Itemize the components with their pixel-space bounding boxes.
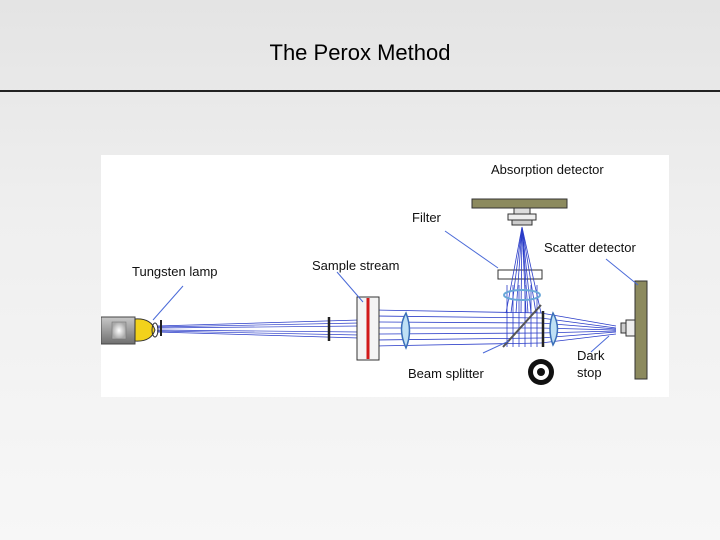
tungsten-lamp-label: Tungsten lamp: [132, 264, 218, 279]
absorption-detector: [471, 198, 568, 226]
optical-diagram-drawing: [101, 198, 648, 385]
collection-lens: [400, 311, 411, 350]
label-pointers: [152, 230, 639, 354]
vertical-beam: [505, 226, 542, 347]
incident-beam: [156, 319, 360, 339]
optical-diagram: Absorption detector Filter Scatter detec…: [101, 155, 669, 397]
absorption-detector-label: Absorption detector: [491, 162, 604, 177]
beam-splitter-label: Beam splitter: [408, 366, 484, 381]
focusing-lens: [549, 311, 559, 347]
sample-stream-label: Sample stream: [312, 258, 400, 273]
filter: [497, 269, 543, 280]
filter-label: Filter: [412, 210, 441, 225]
sample-cell: [356, 296, 380, 361]
tungsten-lamp: [101, 316, 159, 345]
scattered-beam: [375, 309, 617, 347]
slide-title: The Perox Method: [269, 40, 451, 65]
title-bar: The Perox Method: [0, 0, 720, 92]
dark-stop-target: [528, 359, 554, 385]
vertical-lens: [503, 289, 541, 301]
scatter-detector-label: Scatter detector: [544, 240, 636, 255]
dark-stop-label: Dark stop: [577, 348, 605, 380]
beam-splitter-mirror: [502, 304, 542, 348]
scatter-detector: [620, 280, 648, 380]
